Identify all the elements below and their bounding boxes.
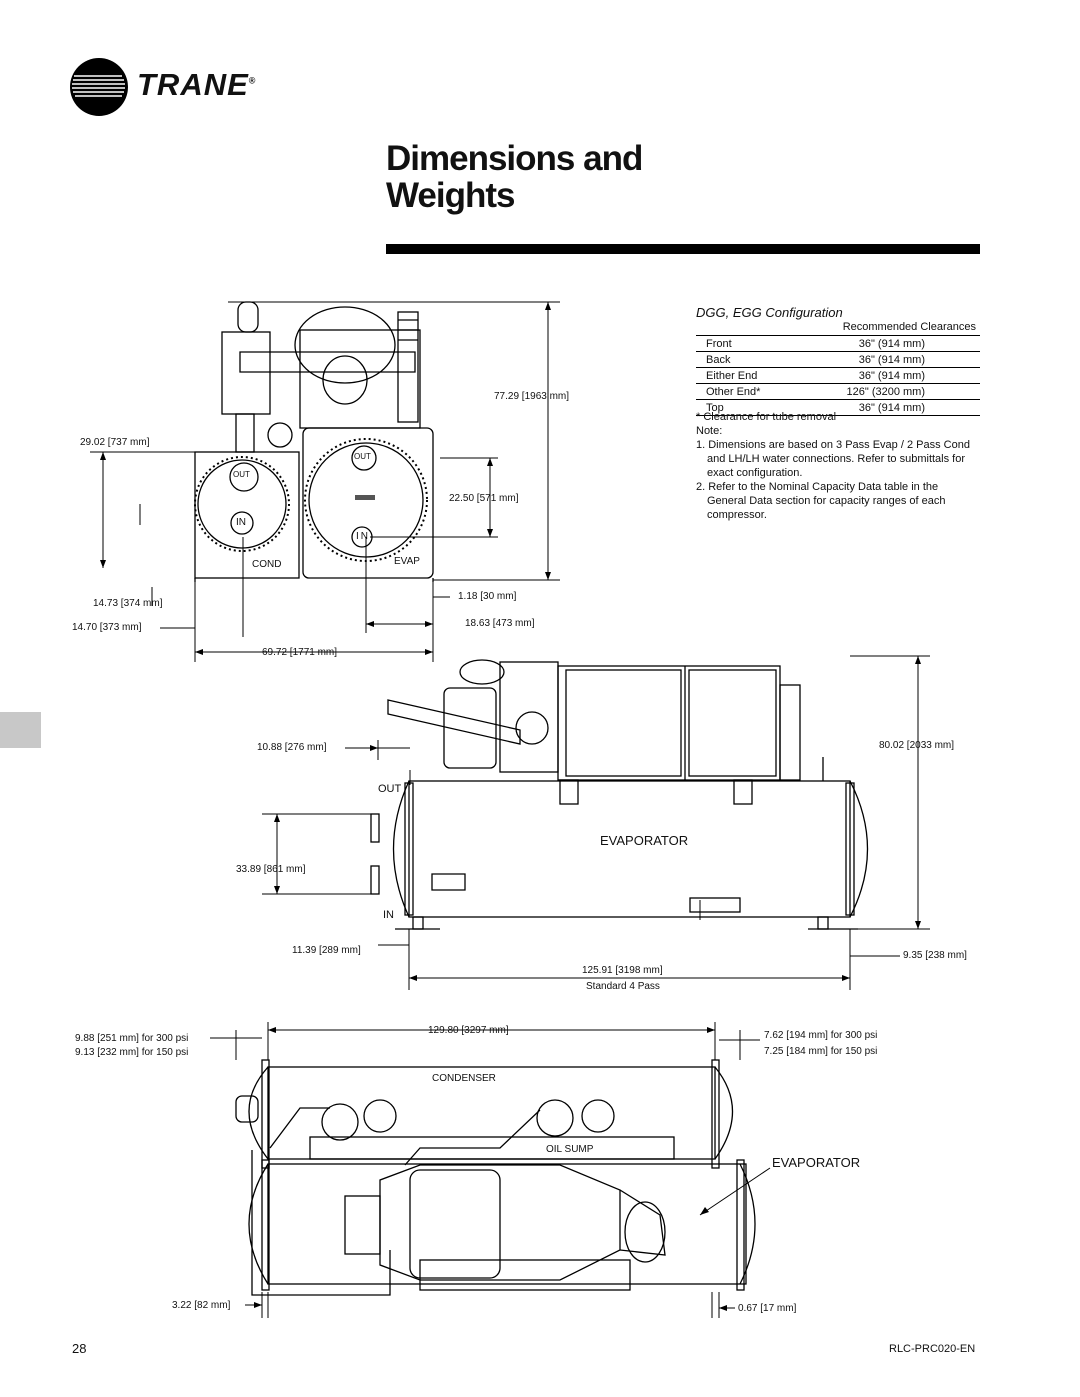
dim-length-note: Standard 4 Pass (586, 981, 660, 992)
cond-label: COND (252, 559, 282, 570)
dim-evap-conn: 22.50 [571 mm] (449, 493, 519, 504)
dim-left-300: 9.88 [251 mm] for 300 psi (75, 1033, 189, 1044)
title-rule (386, 244, 980, 254)
dim-left-150: 9.13 [232 mm] for 150 psi (75, 1047, 189, 1058)
dim-cond-height: 29.02 [737 mm] (80, 437, 150, 448)
dim-right-150: 7.25 [184 mm] for 150 psi (764, 1046, 878, 1057)
side-evaporator-label: EVAPORATOR (600, 833, 689, 848)
page-title: Dimensions and Weights (386, 139, 643, 215)
top-evaporator-label: EVAPORATOR (772, 1155, 861, 1170)
page-number: 28 (72, 1341, 87, 1356)
side-out-label: OUT (378, 783, 402, 795)
cond-out-label: OUT (233, 470, 250, 479)
note-item: 1. Dimensions are based on 3 Pass Evap /… (696, 439, 970, 479)
table-row: Other End*126" (3200 mm) (696, 383, 980, 400)
dim-foot-left: 11.39 [289 mm] (292, 945, 361, 956)
page-title-line1: Dimensions and (386, 139, 643, 178)
side-in-label: IN (383, 909, 394, 921)
dim-width-total: 69.72 [1771 mm] (262, 647, 338, 658)
dim-foot: 1.18 [30 mm] (458, 591, 517, 602)
section-tab (0, 712, 41, 748)
dim-length: 125.91 [3198 mm] (582, 965, 663, 976)
oil-sump-label: OIL SUMP (546, 1144, 594, 1155)
notes-heading: Note: (696, 425, 723, 437)
dim-top-offset: 10.88 [276 mm] (257, 742, 327, 753)
notes-block: * Clearance for tube removal Note: 1. Di… (696, 410, 980, 522)
condenser-label: CONDENSER (432, 1073, 496, 1084)
dim-left-foot: 3.22 [82 mm] (172, 1300, 231, 1311)
dim-right-foot: 0.67 [17 mm] (738, 1303, 797, 1314)
dim-foot-right: 9.35 [238 mm] (903, 950, 967, 961)
evap-in-label: IN (356, 531, 370, 542)
clearance-header: Recommended Clearances (696, 319, 980, 336)
footnote: * Clearance for tube removal (696, 411, 837, 423)
dim-right-300: 7.62 [194 mm] for 300 psi (764, 1030, 878, 1041)
brand-name: TRANE® (137, 67, 257, 102)
dim-conn-spacing: 33.89 [861 mm] (236, 864, 306, 875)
dim-height-total: 77.29 [1963 mm] (494, 391, 570, 402)
evap-label: EVAP (394, 556, 420, 567)
evap-out-label: OUT (354, 452, 371, 461)
dim-side-height: 80.02 [2033 mm] (879, 740, 955, 751)
trane-logo-icon (70, 58, 128, 116)
configuration-title: DGG, EGG Configuration (696, 305, 843, 320)
dim-cond-bottom: 14.73 [374 mm] (93, 598, 163, 609)
dim-top-length: 129.80 [3297 mm] (428, 1025, 509, 1036)
cond-in-label: IN (236, 517, 246, 528)
document-code: RLC-PRC020-EN (889, 1343, 976, 1355)
dim-evap-offset: 18.63 [473 mm] (465, 618, 535, 629)
note-item: 2. Refer to the Nominal Capacity Data ta… (696, 481, 946, 521)
page-title-line2: Weights (386, 176, 515, 215)
dim-cond-width: 14.70 [373 mm] (72, 622, 142, 633)
